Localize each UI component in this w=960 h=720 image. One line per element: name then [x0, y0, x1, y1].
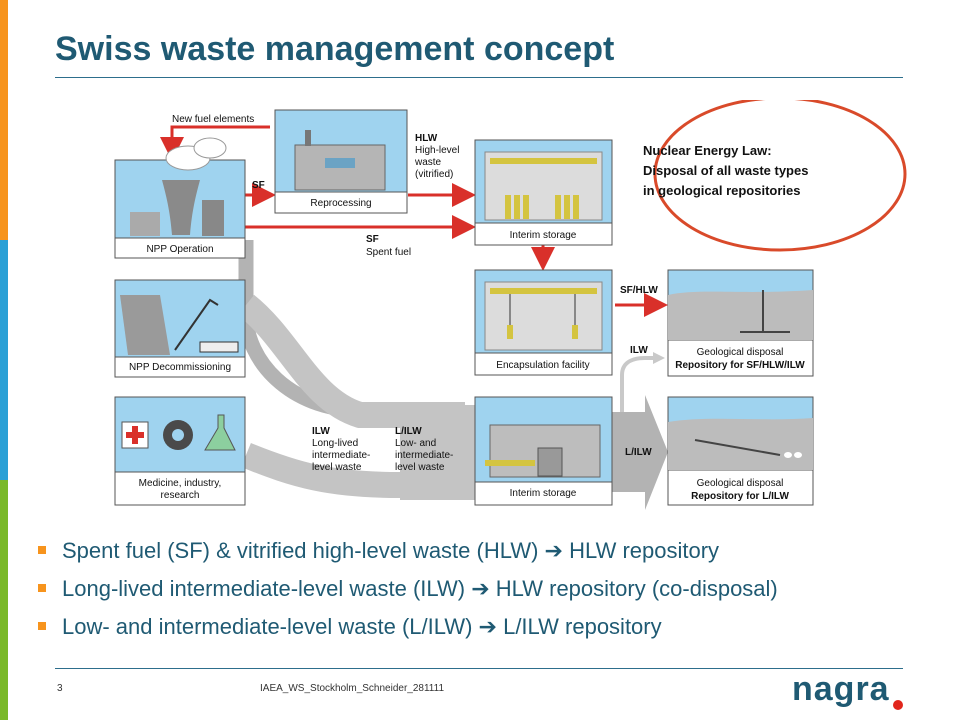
npp-decommissioning-label: NPP Decommissioning [129, 362, 231, 373]
flow-band-medicine [241, 442, 470, 498]
repository-lilw-label-2: Repository for L/ILW [691, 491, 789, 502]
ilw-branch-head [653, 352, 665, 364]
medicine-industry-box: Medicine, industry, research [114, 396, 246, 506]
bullet-list: Spent fuel (SF) & vitrified high-level w… [38, 538, 948, 652]
npp-decommissioning-box: NPP Decommissioning [114, 279, 246, 378]
side-bar-orange [0, 0, 8, 240]
interim-storage-top-box: Interim storage [474, 139, 613, 246]
page-number: 3 [57, 683, 63, 694]
nagra-logo: nagra [792, 670, 890, 708]
bullet-item: Spent fuel (SF) & vitrified high-level w… [38, 538, 948, 576]
callout-line-3: in geological repositories [643, 183, 800, 198]
npp-operation-label: NPP Operation [146, 244, 213, 255]
label-lilw-low-1: L/ILW [395, 426, 422, 437]
label-sf-spent-2: Spent fuel [366, 247, 411, 258]
label-hlw-4: (vitrified) [415, 169, 453, 180]
encapsulation-facility-label: Encapsulation facility [496, 360, 589, 371]
side-bar-green [0, 480, 8, 720]
side-bar-blue [0, 240, 8, 480]
page-title: Swiss waste management concept [55, 30, 615, 68]
label-lilw: L/ILW [625, 447, 652, 458]
footer-reference: IAEA_WS_Stockholm_Schneider_281111 [260, 683, 444, 694]
repository-hlw-label-1: Geological disposal [697, 347, 784, 358]
interim-storage-bottom-box: Interim storage [474, 396, 613, 506]
ilw-branch-arrow [620, 356, 655, 412]
arrow-new-fuel [160, 125, 270, 161]
bullet-item: Long-lived intermediate-level waste (ILW… [38, 576, 948, 614]
medicine-label-1: Medicine, industry, [139, 478, 222, 489]
label-lilw-low-3: intermediate- [395, 450, 453, 461]
bullet-square-icon [38, 546, 46, 554]
interim-storage-top-label: Interim storage [510, 230, 577, 241]
bullet-item: Low- and intermediate-level waste (L/ILW… [38, 614, 948, 652]
encapsulation-facility-box: Encapsulation facility [474, 269, 613, 376]
label-lilw-low-4: level waste [395, 462, 445, 473]
label-sf-hlw: SF/HLW [620, 285, 658, 296]
bullet-text: Long-lived intermediate-level waste (ILW… [62, 576, 778, 601]
label-hlw-2: High-level [415, 145, 459, 156]
bullet-text: Low- and intermediate-level waste (L/ILW… [62, 614, 662, 639]
logo-dot-icon [893, 700, 903, 710]
repository-hlw-label-2: Repository for SF/HLW/ILW [675, 360, 805, 371]
reprocessing-label: Reprocessing [310, 198, 371, 209]
label-sf: SF [252, 180, 265, 191]
bullet-text: Spent fuel (SF) & vitrified high-level w… [62, 538, 720, 563]
waste-flow-diagram: NPP Operation Reprocessing Interim stora… [114, 100, 907, 510]
repository-hlw-box: Geological disposal Repository for SF/HL… [667, 269, 814, 377]
label-ilw-long-4: level waste [312, 462, 362, 473]
repository-lilw-label-1: Geological disposal [697, 478, 784, 489]
label-hlw-3: waste [414, 157, 442, 168]
callout-line-1: Nuclear Energy Law: [643, 143, 772, 158]
label-ilw-long-2: Long-lived [312, 438, 358, 449]
label-new-fuel: New fuel elements [172, 114, 254, 125]
flow-band-decommissioning [237, 294, 465, 428]
repository-lilw-box: Geological disposal Repository for L/ILW [667, 396, 814, 506]
label-lilw-low-2: Low- and [395, 438, 436, 449]
reprocessing-box: Reprocessing [274, 109, 408, 214]
flow-band-to-interim [400, 405, 480, 500]
title-rule [55, 77, 903, 78]
label-ilw-long-3: intermediate- [312, 450, 370, 461]
bullet-square-icon [38, 584, 46, 592]
callout-line-2: Disposal of all waste types [643, 163, 808, 178]
label-ilw: ILW [630, 345, 648, 356]
footer-rule [55, 668, 903, 669]
interim-storage-bottom-label: Interim storage [510, 488, 577, 499]
label-ilw-long-1: ILW [312, 426, 330, 437]
label-sf-spent-1: SF [366, 234, 379, 245]
label-hlw-1: HLW [415, 133, 438, 144]
medicine-label-2: research [161, 490, 200, 501]
bullet-square-icon [38, 622, 46, 630]
npp-operation-box: NPP Operation [114, 137, 246, 259]
nuclear-law-callout [653, 100, 907, 252]
